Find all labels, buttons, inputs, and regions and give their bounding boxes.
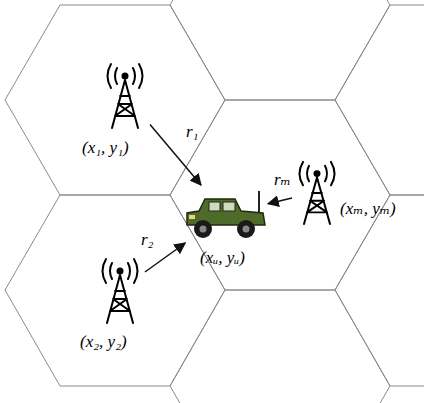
cell-hexagon (335, 195, 424, 386)
cell-hexagon (170, 290, 390, 403)
coordinate-label: (xₘ, yₘ) (340, 199, 396, 219)
tower-icon (100, 60, 150, 130)
range-arrow (268, 198, 292, 204)
base-station: (x₂, y₂) (95, 255, 145, 325)
cell-hexagon (5, 5, 225, 195)
tower-icon (95, 255, 145, 325)
cell-hexagon (335, 5, 424, 195)
cell-hexagon (170, 0, 390, 100)
range-label: rₘ (273, 170, 292, 190)
base-station: (xₘ, yₘ) (292, 158, 342, 226)
vehicle: (xᵤ, yᵤ) (183, 185, 268, 243)
base-station: (x₁, y₁) (100, 60, 150, 130)
range-label: r₁ (185, 122, 200, 142)
coordinate-label: (xᵤ, yᵤ) (200, 248, 245, 268)
range-label: r₂ (140, 230, 155, 250)
coordinate-label: (x₁, y₁) (82, 138, 129, 158)
cell-hexagon (170, 100, 390, 290)
tower-icon (292, 158, 342, 226)
coordinate-label: (x₂, y₂) (80, 332, 127, 352)
vehicle-icon (183, 185, 268, 243)
